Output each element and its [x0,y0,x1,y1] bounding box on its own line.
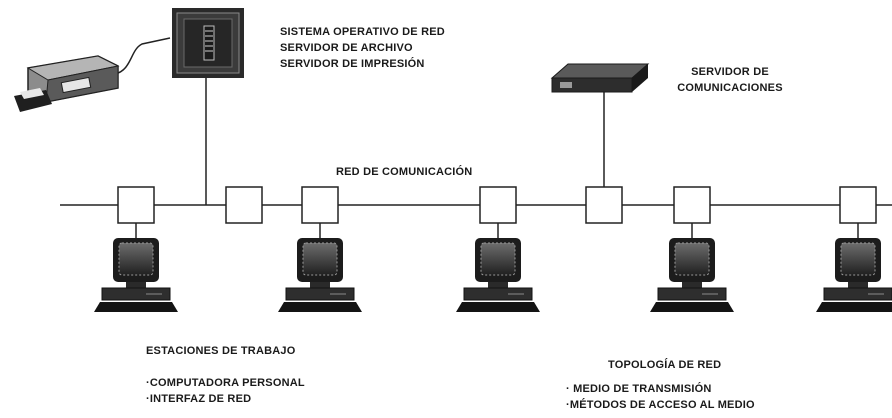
topology-title: TOPOLOGÍA DE RED [608,359,722,371]
interface-box [839,186,877,224]
interface-box [585,186,623,224]
server-label-line-3: SERVIDOR DE IMPRESIÓN [280,58,425,70]
network-interface-boxes [117,186,877,224]
interface-box [225,186,263,224]
server-label-line-1: SISTEMA OPERATIVO DE RED [280,26,445,38]
topology-list: · MEDIO DE TRANSMISIÓN ·MÉTODOS DE ACCES… [566,381,755,413]
workstation-computer-icon [456,238,540,312]
interface-box [673,186,711,224]
interface-box [117,186,155,224]
communications-server-icon [550,63,650,93]
server-label: SISTEMA OPERATIVO DE RED SERVIDOR DE ARC… [280,24,445,72]
printer-cable [114,37,171,75]
workstations-item-2: ·INTERFAZ DE RED [146,393,252,405]
workstation-computer-icon [278,238,362,312]
workstation-computer-icon [94,238,178,312]
file-server-icon [172,8,244,78]
topology-item-1: · MEDIO DE TRANSMISIÓN [566,383,712,395]
workstation-computers [94,238,892,312]
workstations-item-1: ·COMPUTADORA PERSONAL [146,377,305,389]
network-label: RED DE COMUNICACIÓN [336,166,473,178]
interface-box [301,186,339,224]
workstations-title: ESTACIONES DE TRABAJO [146,345,296,357]
workstations-list: ·COMPUTADORA PERSONAL ·INTERFAZ DE RED [146,375,305,407]
comm-server-label-line-1: SERVIDOR DE [691,66,769,78]
comm-server-label-line-2: COMUNICACIONES [677,82,783,94]
comm-server-label: SERVIDOR DE COMUNICACIONES [660,64,800,96]
printer-icon [14,55,120,112]
drop-lines [135,223,859,240]
server-label-line-2: SERVIDOR DE ARCHIVO [280,42,413,54]
interface-box [479,186,517,224]
workstation-computer-icon [816,238,892,312]
workstation-computer-icon [650,238,734,312]
topology-item-2: ·MÉTODOS DE ACCESO AL MEDIO [566,399,755,411]
